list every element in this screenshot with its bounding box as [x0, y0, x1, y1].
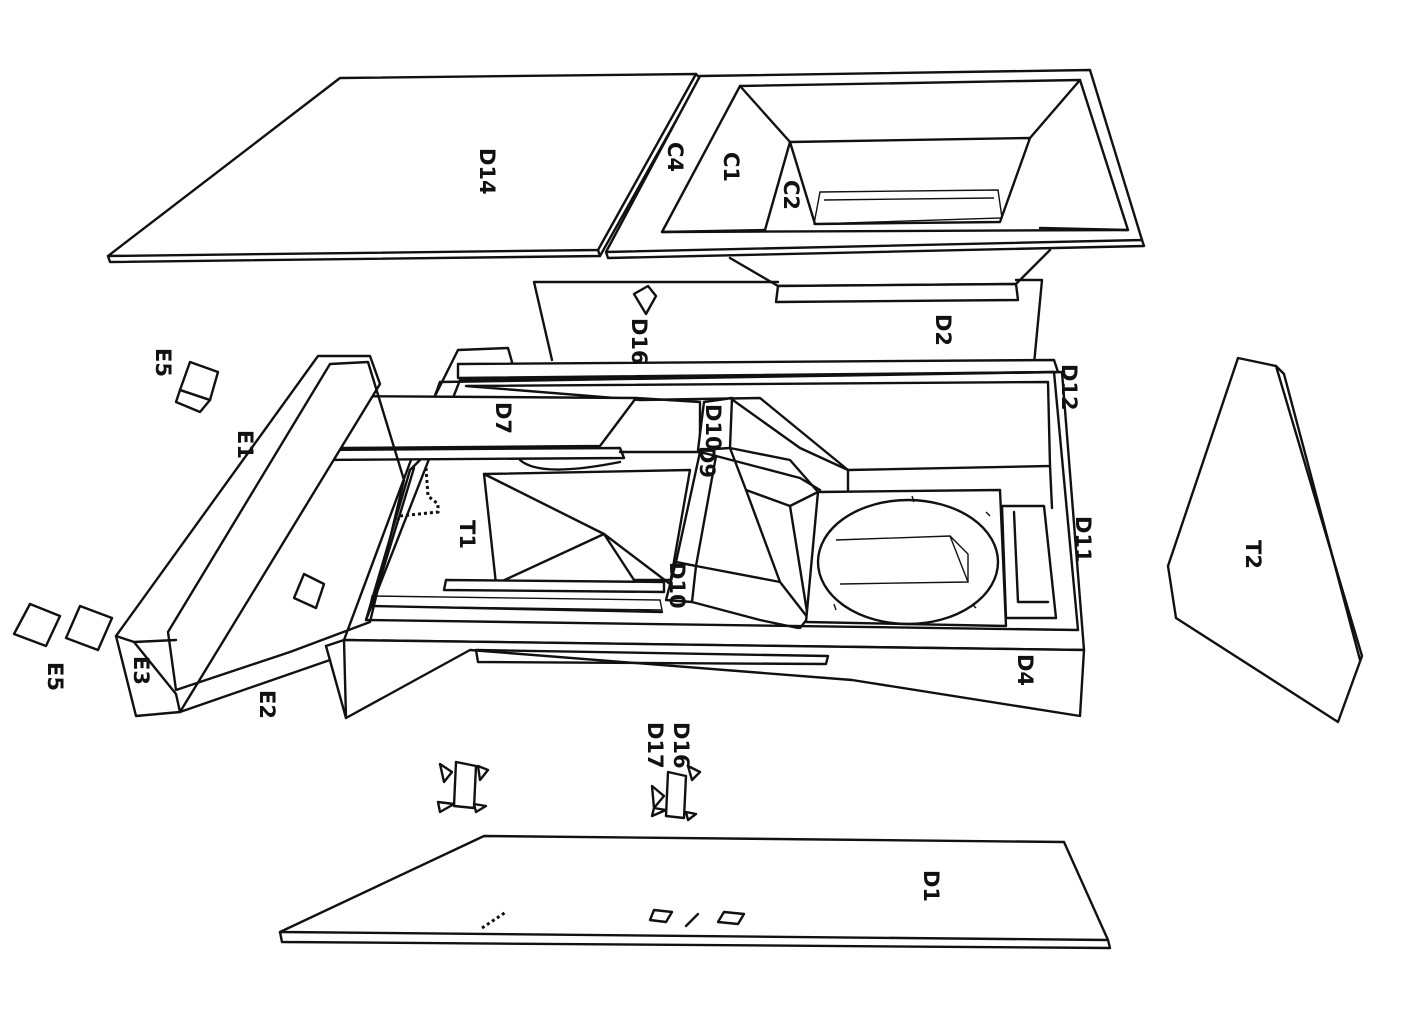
block-e5-mid: [292, 572, 326, 610]
label-d16-bottom: D16: [669, 722, 693, 769]
panel-d1: [278, 834, 1112, 950]
label-e5-top: E5: [151, 348, 175, 377]
label-d14: D14: [475, 148, 499, 195]
panel-t2: [1166, 356, 1364, 724]
label-d16-top: D16: [627, 318, 651, 365]
duct-d9-d10: [664, 396, 850, 630]
label-d2: D2: [931, 314, 955, 346]
block-d11: [1000, 464, 1058, 620]
label-c4: C4: [663, 142, 687, 172]
panel-d2: [532, 278, 1044, 366]
label-e5-bottom: E5: [43, 662, 67, 691]
label-d4: D4: [1013, 654, 1037, 686]
label-d17: D17: [643, 722, 667, 769]
block-e5-bottom: [12, 602, 114, 652]
label-d12: D12: [1057, 364, 1081, 411]
main-cabinet: [324, 346, 1086, 720]
driver-baffle: [804, 488, 1008, 628]
label-d9: D9: [695, 446, 719, 478]
label-c1: C1: [719, 152, 743, 182]
baffle-t1: [396, 467, 692, 594]
label-c2: C2: [779, 180, 803, 210]
panel-d14: [106, 72, 702, 264]
side-panel-e1: [114, 354, 406, 718]
brackets-d16-d17: [436, 760, 702, 822]
label-e3: E3: [129, 656, 153, 685]
label-d7: D7: [491, 402, 515, 434]
label-t1: T1: [455, 520, 479, 549]
label-e1: E1: [233, 430, 257, 459]
label-e2: E2: [255, 690, 279, 719]
label-d11: D11: [1071, 516, 1095, 563]
label-d1: D1: [919, 870, 943, 902]
horn-assembly: [604, 68, 1146, 304]
shelf-d7: [310, 394, 702, 471]
label-d10-top: D10: [701, 404, 725, 451]
label-d10-bottom: D10: [665, 562, 689, 609]
label-t2: T2: [1241, 540, 1265, 569]
block-e5-top: [174, 360, 220, 414]
